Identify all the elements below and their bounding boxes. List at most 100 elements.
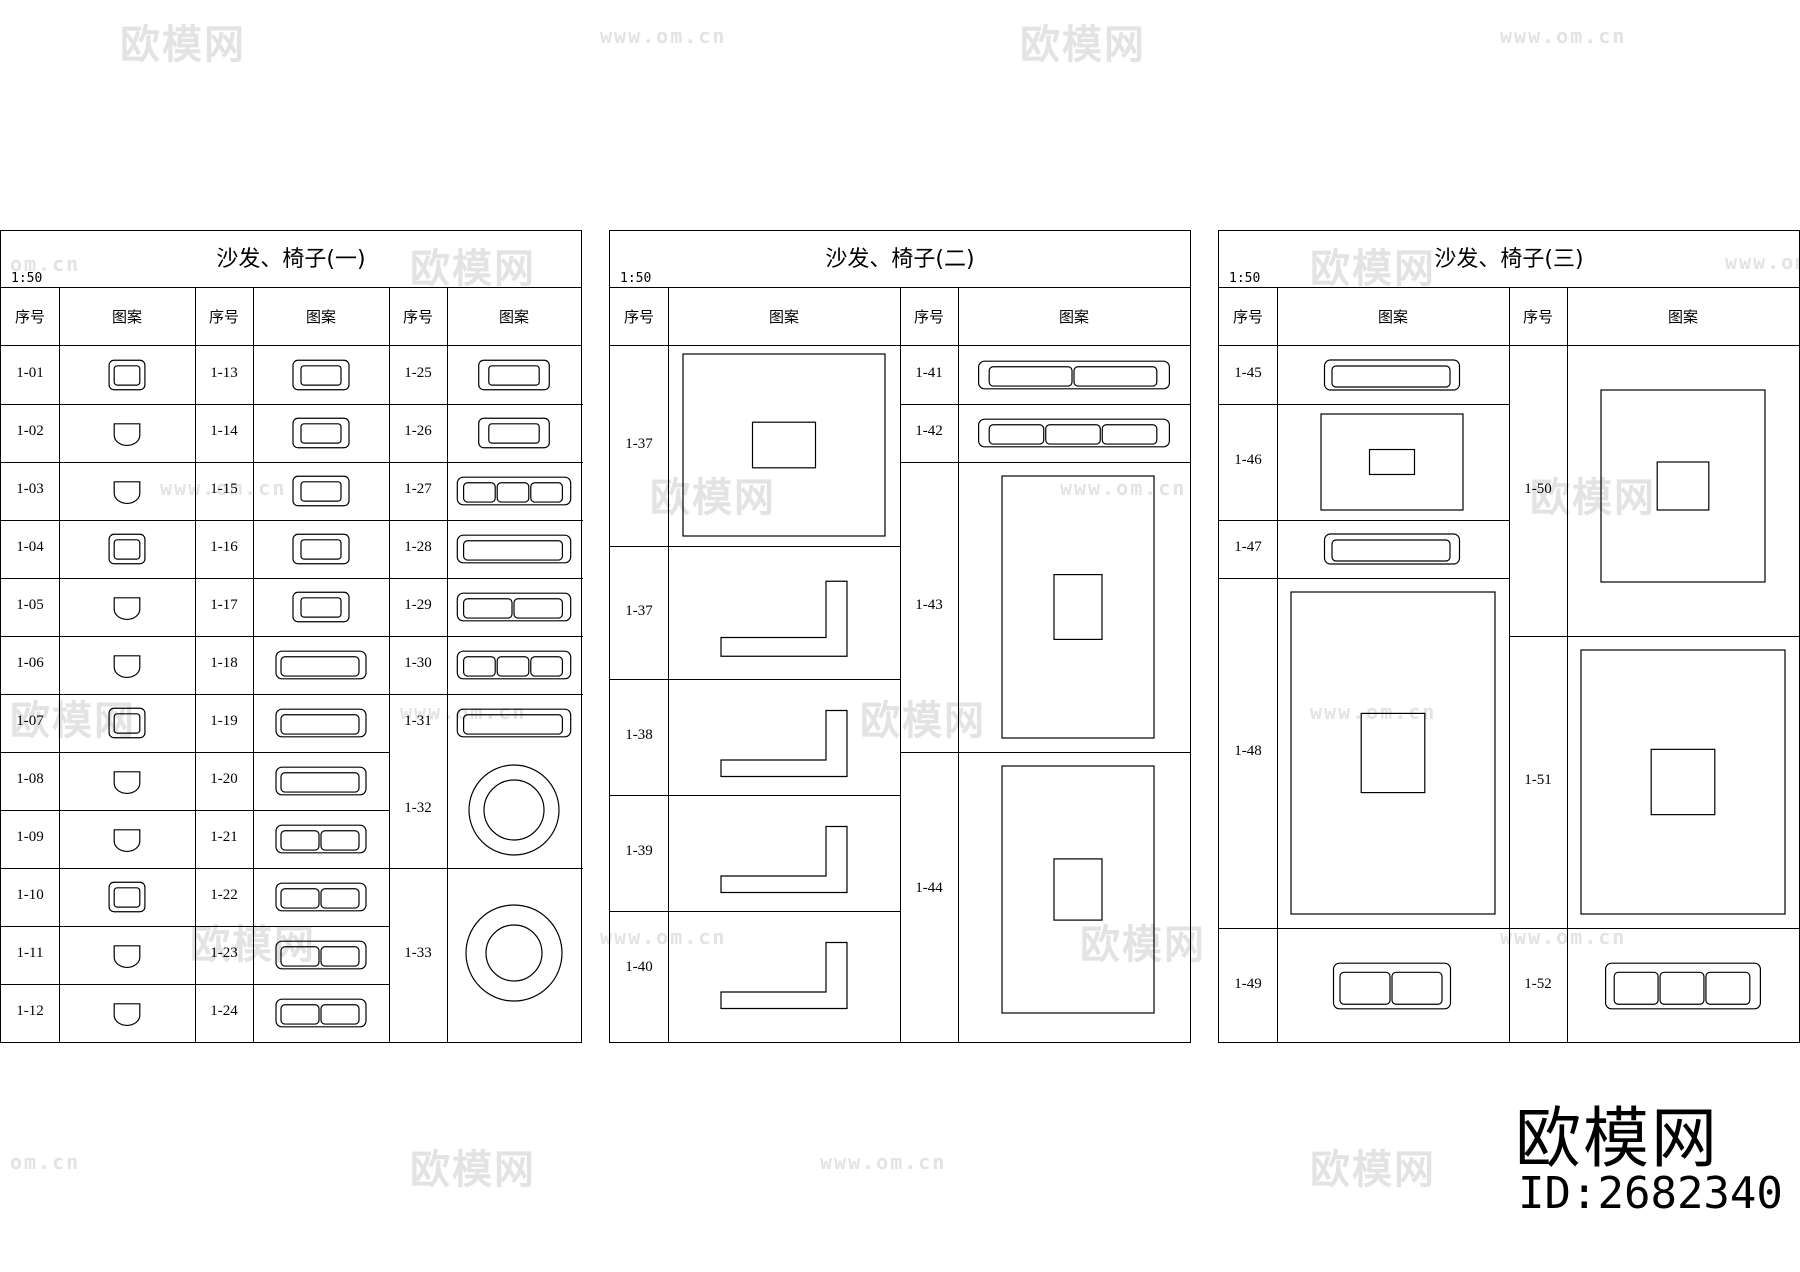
living-set-symbol — [1600, 389, 1766, 583]
grid-line — [389, 578, 583, 579]
grid-line — [59, 288, 60, 1042]
item-number: 1-14 — [210, 423, 238, 439]
grid-line — [253, 288, 254, 1042]
grid-line — [1, 926, 389, 927]
header-pic: 图案 — [1567, 288, 1799, 346]
grid-line — [1, 694, 389, 695]
grid-line — [195, 288, 196, 1042]
item-number: 1-49 — [1234, 976, 1262, 992]
grid-line — [900, 462, 1190, 463]
id-label: ID:2682340 — [1518, 1168, 1783, 1219]
chair-symbol — [292, 475, 350, 507]
watermark-brand: 欧模网 — [1020, 22, 1146, 68]
watermark-url: www.om.cn — [820, 1150, 947, 1174]
grid-line — [1, 984, 389, 985]
item-number: 1-33 — [404, 945, 432, 961]
grid-line — [900, 752, 1190, 753]
watermark-url: www.om.cn — [1500, 24, 1627, 48]
chair-symbol — [113, 597, 141, 621]
grid-line — [1219, 578, 1509, 579]
item-number: 1-43 — [915, 597, 943, 613]
sofa-symbol — [1323, 533, 1461, 565]
grid-line — [1219, 520, 1509, 521]
item-number: 1-31 — [404, 713, 432, 729]
item-number: 1-21 — [210, 829, 238, 845]
panel-title: 沙发、椅子(一) — [1, 231, 581, 288]
dining-set-symbol — [468, 764, 560, 856]
item-number: 1-20 — [210, 771, 238, 787]
chair-symbol — [108, 881, 146, 913]
item-number: 1-22 — [210, 887, 238, 903]
sofa-symbol — [978, 360, 1171, 390]
item-number: 1-09 — [16, 829, 44, 845]
item-number: 1-18 — [210, 655, 238, 671]
grid-line — [1, 810, 389, 811]
item-number: 1-11 — [16, 945, 44, 961]
grid-line — [389, 694, 583, 695]
watermark-brand: 欧模网 — [120, 22, 246, 68]
watermark-brand: 欧模网 — [1310, 1147, 1436, 1193]
sofa-symbol — [275, 824, 367, 854]
grid-line — [1509, 288, 1510, 1042]
item-number: 1-07 — [16, 713, 44, 729]
item-number: 1-17 — [210, 597, 238, 613]
item-number: 1-16 — [210, 539, 238, 555]
grid-line — [610, 911, 900, 912]
scale-label: 1:50 — [1229, 271, 1261, 286]
chair-symbol — [275, 998, 367, 1028]
grid-line — [900, 288, 901, 1042]
chair-symbol — [275, 882, 367, 912]
item-number: 1-44 — [915, 879, 943, 896]
grid-line — [668, 288, 669, 1042]
sofa-symbol — [456, 534, 572, 564]
watermark-brand: 欧模网 — [410, 1147, 536, 1193]
grid-line — [958, 288, 959, 1042]
item-number: 1-47 — [1234, 539, 1262, 555]
item-number: 1-48 — [1234, 743, 1262, 759]
item-number: 1-01 — [16, 365, 44, 381]
grid-line — [610, 795, 900, 796]
item-number: 1-23 — [210, 945, 238, 961]
sofa-symbol — [456, 592, 572, 622]
item-number: 1-08 — [16, 771, 44, 787]
header-no: 序号 — [195, 288, 253, 346]
item-number: 1-50 — [1524, 481, 1552, 497]
panel-title: 沙发、椅子(二) — [610, 231, 1190, 288]
chair-symbol — [108, 533, 146, 565]
sofa-symbol — [1605, 962, 1762, 1010]
chair-symbol — [292, 533, 350, 565]
scale-label: 1:50 — [620, 271, 652, 286]
item-number: 1-28 — [404, 539, 432, 555]
header-pic: 图案 — [668, 288, 900, 346]
grid-line — [610, 679, 900, 680]
brand-mark: 欧模网 — [1515, 1100, 1719, 1177]
grid-line — [1509, 928, 1799, 929]
sectional-sofa-symbol — [720, 709, 848, 778]
chair-symbol — [292, 417, 350, 449]
grid-line — [1, 578, 389, 579]
item-number: 1-12 — [16, 1003, 44, 1019]
chair-symbol — [113, 771, 141, 795]
chaise-set-symbol — [720, 580, 848, 657]
sofa-symbol — [1323, 359, 1461, 391]
watermark-url: om.cn — [10, 1150, 81, 1174]
watermark-url: www.om.cn — [600, 24, 727, 48]
grid-line — [447, 288, 448, 1042]
grid-line — [900, 404, 1190, 405]
living-set-symbol — [1001, 475, 1155, 739]
grid-line — [389, 404, 583, 405]
living-set-symbol — [1001, 765, 1155, 1014]
living-set-symbol — [1580, 649, 1786, 915]
item-number: 1-02 — [16, 423, 44, 439]
chair-symbol — [113, 1003, 141, 1027]
item-number: 1-10 — [16, 887, 44, 903]
grid-line — [1, 636, 389, 637]
item-number: 1-03 — [16, 481, 44, 497]
living-set-symbol — [1290, 591, 1496, 915]
header-pic: 图案 — [958, 288, 1190, 346]
chair-symbol — [113, 655, 141, 679]
sofa-symbol — [292, 591, 350, 623]
panel-title: 沙发、椅子(三) — [1219, 231, 1799, 288]
